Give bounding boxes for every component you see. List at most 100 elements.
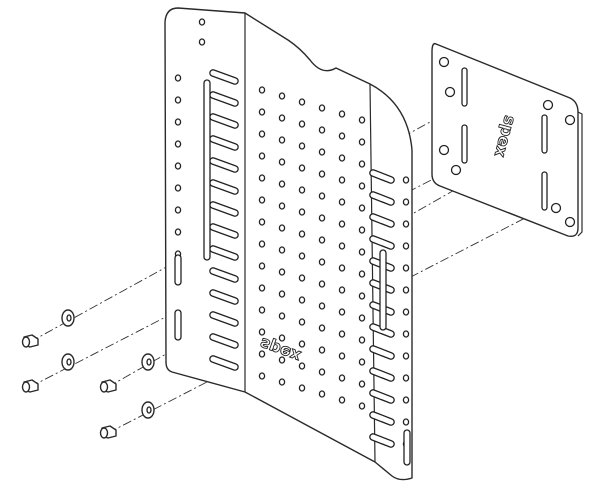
plate-slot (209, 333, 239, 349)
bracket-hole (564, 114, 576, 126)
plate-hole (338, 308, 346, 316)
plate-hole (258, 284, 266, 292)
plate-hole (258, 108, 266, 116)
plate-hole (318, 346, 326, 354)
washer (61, 353, 75, 371)
washer-hole (66, 358, 72, 366)
plate-hole (402, 220, 410, 228)
washer (141, 353, 155, 371)
plate-hole (258, 86, 266, 94)
plate-hole (278, 92, 286, 100)
plate-hole (358, 314, 366, 322)
hardware (21, 309, 155, 439)
mounting-bracket: spex (431, 42, 583, 238)
bracket-edge (577, 111, 583, 237)
plate-slot (369, 169, 395, 184)
plate-hole (358, 336, 366, 344)
plate-hole (358, 226, 366, 234)
washer (61, 309, 75, 327)
plate-hole (338, 110, 346, 118)
plate-slot (369, 389, 395, 404)
plate-hole (358, 182, 366, 190)
plate-hole (298, 120, 306, 128)
plate-long-slot (203, 79, 211, 261)
plate-long-slot (379, 249, 387, 331)
plate-hole (258, 130, 266, 138)
plate-hole (278, 246, 286, 254)
plate-hole (174, 162, 182, 170)
plate-hole (318, 368, 326, 376)
plate-long-slot (174, 254, 182, 286)
bracket-slot (461, 124, 468, 164)
plate-slot (369, 213, 395, 228)
plate-hole (338, 242, 346, 250)
washer-hole (66, 314, 72, 322)
plate-hole (338, 154, 346, 162)
bracket-hole (564, 216, 576, 228)
plate-hole (278, 334, 286, 342)
plate-hole (402, 198, 410, 206)
plate-hole (318, 236, 326, 244)
plate-hole (338, 374, 346, 382)
plate-hole (258, 152, 266, 160)
plate-hole (278, 312, 286, 320)
plate-hole (358, 270, 366, 278)
plate-hole (298, 274, 306, 282)
plate-slot (209, 69, 239, 85)
plate-hole (338, 264, 346, 272)
plate-hole (278, 290, 286, 298)
plate-hole (174, 228, 182, 236)
plate-hole (358, 160, 366, 168)
screw-head (21, 336, 31, 348)
plate-slot (209, 355, 239, 371)
plate-slot (369, 433, 395, 448)
plate-hole (298, 252, 306, 260)
fold-line-right (369, 83, 376, 463)
plate-hole (298, 186, 306, 194)
plate-hole (402, 264, 410, 272)
plate-slot (369, 345, 395, 360)
washer (141, 401, 155, 419)
plate-slot (209, 201, 239, 217)
bracket-hole (438, 144, 450, 156)
plate-hole (402, 374, 410, 382)
screw-head (99, 427, 109, 439)
bracket-slot (461, 67, 468, 107)
plate-hole (358, 116, 366, 124)
plate-hole (338, 352, 346, 360)
plate-hole (298, 296, 306, 304)
screw (21, 334, 39, 348)
plate-slot (369, 411, 395, 426)
plate-hole (174, 184, 182, 192)
plate-hole (318, 280, 326, 288)
plate-hole (278, 114, 286, 122)
plate-hole (318, 324, 326, 332)
plate-hole (318, 390, 326, 398)
plate-hole (402, 396, 410, 404)
plate-hole (358, 138, 366, 146)
plate-slot (209, 113, 239, 129)
plate-hole (318, 214, 326, 222)
plate-hole (298, 208, 306, 216)
plate-slot (209, 311, 239, 327)
plate-slot (209, 245, 239, 261)
plate-hole (278, 136, 286, 144)
plate-slot (209, 91, 239, 107)
plate-hole (402, 308, 410, 316)
plate-hole (338, 330, 346, 338)
bracket-holes (438, 56, 576, 228)
plate-hole (258, 262, 266, 270)
plate-slot (209, 289, 239, 305)
plate-long-slot (403, 429, 411, 466)
bracket-hole (444, 86, 456, 98)
plate-hole (358, 402, 366, 410)
screw-head (99, 381, 109, 393)
plate-hole (338, 132, 346, 140)
screw (21, 379, 39, 393)
plate-slot (369, 191, 395, 206)
plate-hole (278, 356, 286, 364)
bracket-hole (438, 56, 450, 68)
back-plate: spex (164, 7, 413, 481)
plate-hole (338, 198, 346, 206)
